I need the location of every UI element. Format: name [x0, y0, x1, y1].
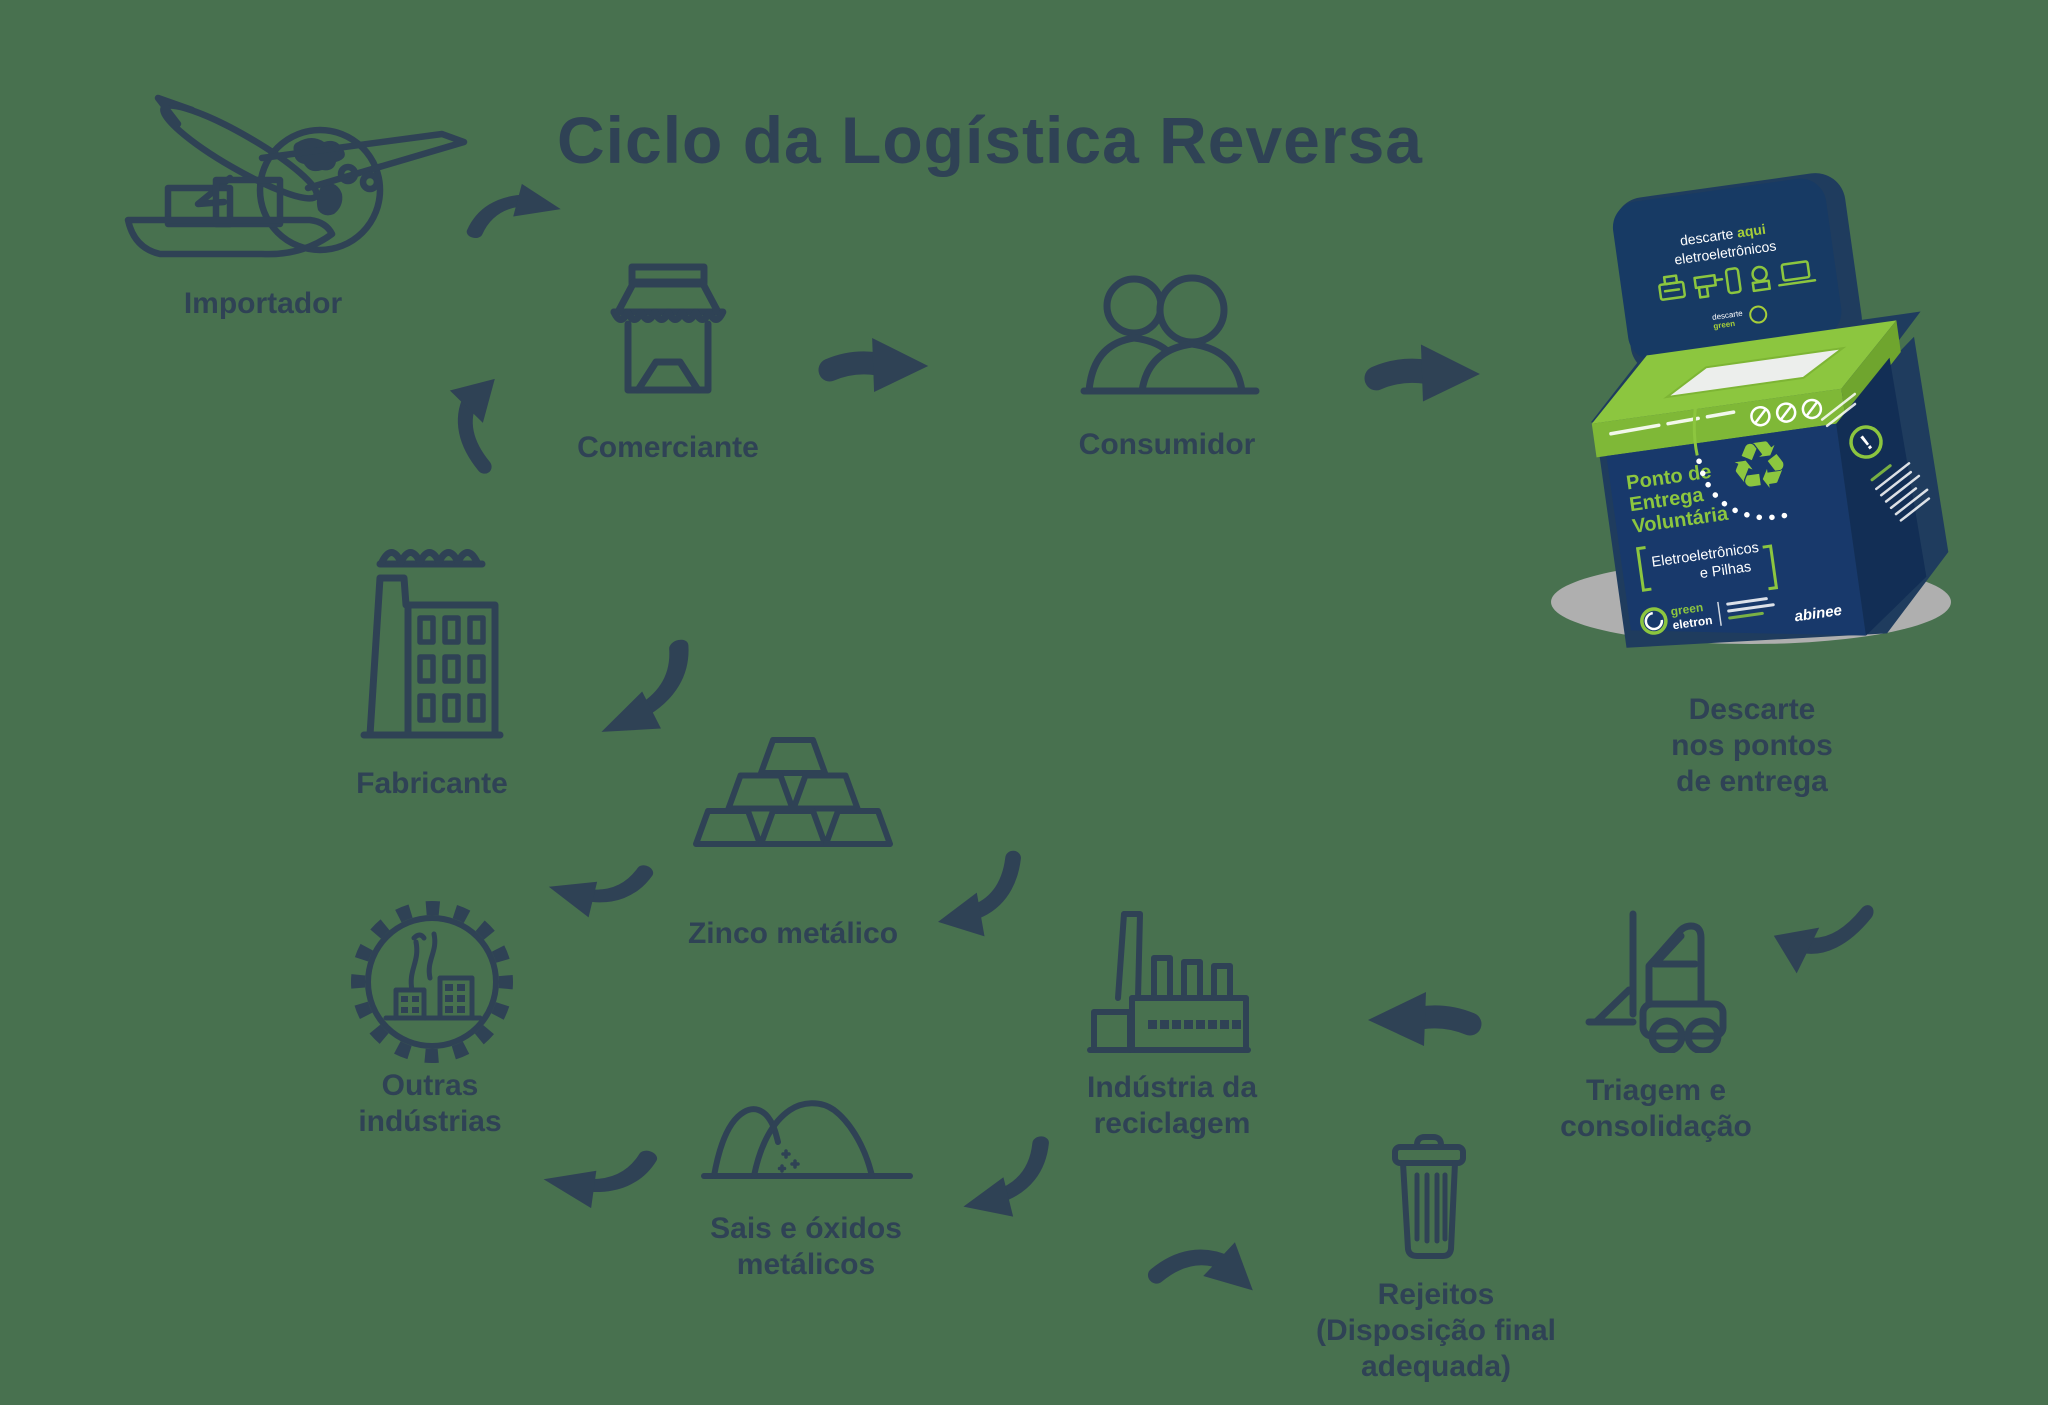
arrow-comerciante-consumidor — [818, 328, 934, 402]
label-sais-oxidos: Sais e óxidos metálicos — [710, 1212, 902, 1281]
box-category-2: e Pilhas — [1699, 559, 1752, 582]
brand-green: green — [1670, 600, 1704, 618]
recycling-plant-icon — [1087, 911, 1251, 1053]
consumer-people-icon — [1080, 274, 1260, 395]
importer-icon — [124, 94, 468, 258]
gear-industry-icon — [351, 901, 513, 1063]
label-comerciante: Comerciante — [577, 431, 759, 464]
prohibition-icons — [1750, 398, 1823, 427]
arrow-importador-comerciante — [460, 169, 569, 252]
arrow-industria-sais — [951, 1131, 1066, 1229]
forklift-icon — [1585, 910, 1727, 1053]
trash-can-icon — [1392, 1134, 1466, 1259]
label-zinco: Zinco metálico — [687, 917, 899, 950]
zinc-ingots-icon — [693, 737, 893, 847]
arrow-consumidor-descarte — [1364, 334, 1486, 412]
label-outras-industrias: Outras indústrias — [358, 1069, 502, 1138]
alert-circle-icon — [1849, 425, 1883, 459]
mini-logo-word2: green — [1713, 319, 1736, 331]
gear-factory-windows — [401, 984, 465, 1013]
mini-logo-word1: descarte — [1712, 309, 1744, 322]
green-eletron-logo-icon — [1640, 607, 1668, 635]
label-rejeitos: Rejeitos (Disposição final adequada) — [1315, 1278, 1557, 1383]
label-triagem: Triagem e consolidação — [1560, 1074, 1752, 1143]
svg-text:descarte aqui: descarte aqui — [1679, 221, 1767, 249]
recycle-icon: ♻ — [1725, 425, 1794, 507]
label-fabricante: Fabricante — [356, 767, 508, 800]
page-title: Ciclo da Logística Reversa — [557, 103, 1423, 178]
label-importador: Importador — [183, 287, 343, 320]
abinee-logo: abinee — [1793, 602, 1842, 625]
label-consumidor: Consumidor — [1078, 428, 1256, 461]
merchant-store-icon — [610, 263, 727, 394]
label-industria-reciclagem: Indústria da reciclagem — [1086, 1071, 1258, 1140]
label-descarte-pontos: Descarte nos pontos de entrega — [1671, 693, 1833, 798]
salt-piles-icon — [701, 1100, 913, 1179]
box-header-text: descarte — [1679, 225, 1738, 249]
device-icons — [1658, 260, 1817, 301]
arrow-triagem-industria — [1362, 982, 1482, 1056]
plant-windows — [1148, 1020, 1241, 1029]
arrow-descarte-triagem — [1757, 866, 1883, 1000]
side-text-bars — [1820, 392, 1931, 522]
lid-band-text-bars — [1609, 410, 1736, 436]
factory-icon — [360, 549, 504, 739]
collection-box: descarte aqui eletroeletrônicos descarte… — [1551, 173, 1951, 648]
brand-eletron: eletron — [1672, 613, 1714, 632]
fine-print-bars — [1726, 597, 1775, 620]
arrow-industria-zinco — [928, 846, 1034, 946]
